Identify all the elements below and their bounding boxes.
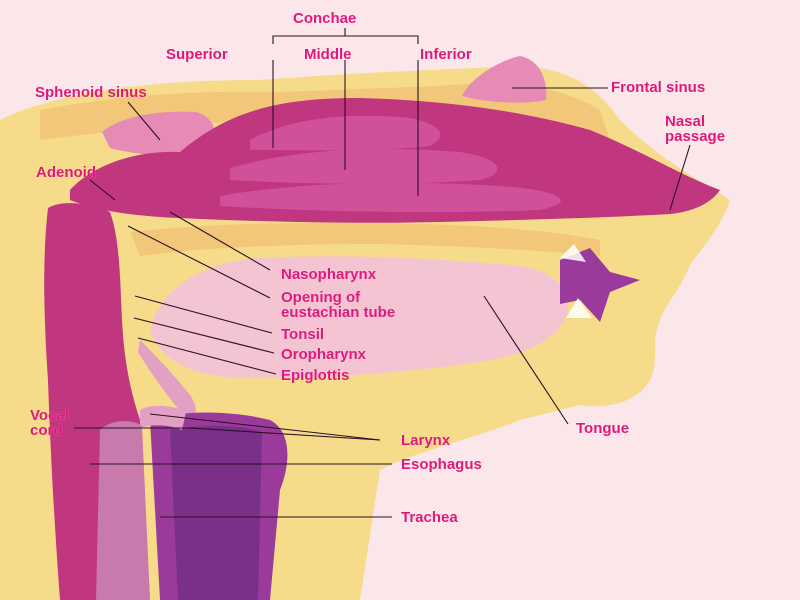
nasal-passage-leader-line xyxy=(669,144,691,211)
label-sphenoid-sinus: Sphenoid sinus xyxy=(35,84,147,101)
esophagus-shape xyxy=(96,421,150,600)
label-nasal-passage: Nasal passage xyxy=(665,114,725,144)
concha-inferior-shape xyxy=(220,182,561,213)
sphenoid-sinus-shape xyxy=(102,111,215,156)
label-eustachian-tube: Opening of eustachian tube xyxy=(281,290,395,320)
label-larynx: Larynx xyxy=(401,432,451,449)
label-nasopharynx: Nasopharynx xyxy=(281,266,377,283)
leader-lines xyxy=(74,28,691,518)
label-middle: Middle xyxy=(304,46,352,63)
label-trachea: Trachea xyxy=(401,509,458,526)
sphenoid-leader-line xyxy=(127,101,161,141)
frontal-sinus-shape xyxy=(462,56,547,103)
epiglottis-leader-line xyxy=(137,337,277,375)
label-tonsil: Tonsil xyxy=(281,326,325,343)
upper-tooth-shape xyxy=(560,244,586,262)
label-vocal-cord: Vocal cord xyxy=(30,408,69,438)
label-conchae: Conchae xyxy=(293,10,357,27)
larynx-inner-shape xyxy=(170,425,262,600)
larynx-leader-line xyxy=(149,413,381,441)
epiglottis-shape xyxy=(138,340,196,419)
label-oropharynx: Oropharynx xyxy=(281,346,367,363)
lower-tooth-shape xyxy=(566,298,592,318)
label-vocal-cord-line1: Vocal xyxy=(30,407,69,424)
concha-middle-shape xyxy=(230,149,498,184)
larynx-leader-line-2 xyxy=(189,427,381,441)
label-tongue: Tongue xyxy=(576,420,630,437)
label-epiglottis: Epiglottis xyxy=(281,367,350,384)
label-inferior: Inferior xyxy=(420,46,472,63)
label-eustachian-line2: eustachian tube xyxy=(281,304,396,321)
label-nasal-passage-line1: Nasal xyxy=(665,113,706,130)
label-adenoid: Adenoid xyxy=(36,164,96,181)
nasopharynx-leader-line xyxy=(169,211,271,271)
tonsil-leader-line xyxy=(134,295,273,334)
label-esophagus: Esophagus xyxy=(401,456,482,473)
mouth-opening-shape xyxy=(560,248,640,322)
label-frontal-sinus: Frontal sinus xyxy=(611,79,706,96)
vocal-cord-shape xyxy=(140,405,186,430)
tongue-leader-line xyxy=(483,295,569,425)
label-eustachian-line1: Opening of xyxy=(281,289,361,306)
adenoid-leader-line xyxy=(89,179,116,201)
label-vocal-cord-line2: cord xyxy=(30,422,63,439)
palate-shape xyxy=(130,222,600,256)
oropharynx-leader-line xyxy=(133,317,275,354)
label-nasal-passage-line2: passage xyxy=(665,128,726,145)
label-superior: Superior xyxy=(166,46,228,63)
eustachian-leader-line xyxy=(127,225,271,299)
